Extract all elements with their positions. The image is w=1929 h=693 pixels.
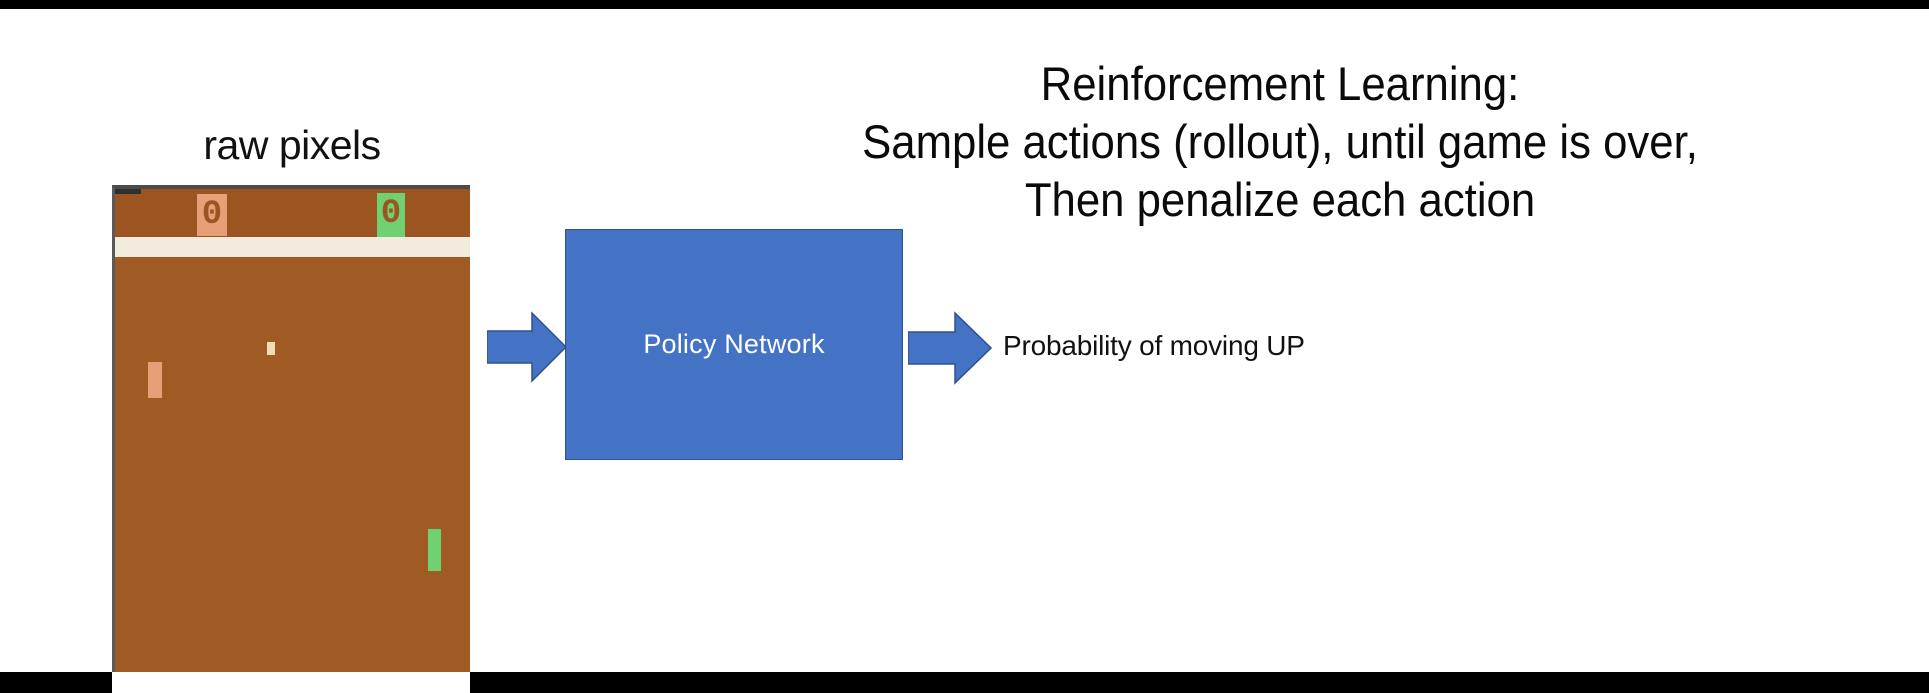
heading-line-2: Sample actions (rollout), until game is … — [862, 115, 1698, 168]
heading-line-3: Then penalize each action — [1024, 173, 1536, 226]
pong-top-divider — [115, 237, 470, 257]
pong-score-band: 0 0 — [115, 189, 470, 237]
policy-network-box[interactable]: Policy Network — [565, 229, 903, 460]
heading-line-1: Reinforcement Learning: — [1040, 57, 1520, 110]
pong-ball — [267, 342, 275, 355]
arrow-pixels-to-network-icon — [487, 311, 567, 383]
letterbox-bar-bottom-right — [470, 672, 1929, 693]
pong-paddle-right — [428, 529, 441, 571]
pong-paddle-left — [148, 362, 162, 398]
pong-score-left: 0 — [197, 194, 227, 236]
letterbox-bar-bottom-left — [0, 672, 112, 693]
pong-score-right: 0 — [377, 193, 405, 237]
raw-pixels-caption: raw pixels — [203, 122, 381, 168]
arrow-network-to-probability-icon — [908, 311, 992, 385]
heading-block: Reinforcement Learning: Sample actions (… — [680, 55, 1880, 229]
pong-play-field — [115, 257, 470, 672]
pong-corner-tick — [115, 189, 141, 194]
probability-output-label: Probability of moving UP — [1003, 330, 1305, 361]
pong-game-screenshot: 0 0 — [112, 185, 470, 672]
letterbox-bar-top — [0, 0, 1929, 9]
policy-network-label: Policy Network — [643, 329, 825, 359]
